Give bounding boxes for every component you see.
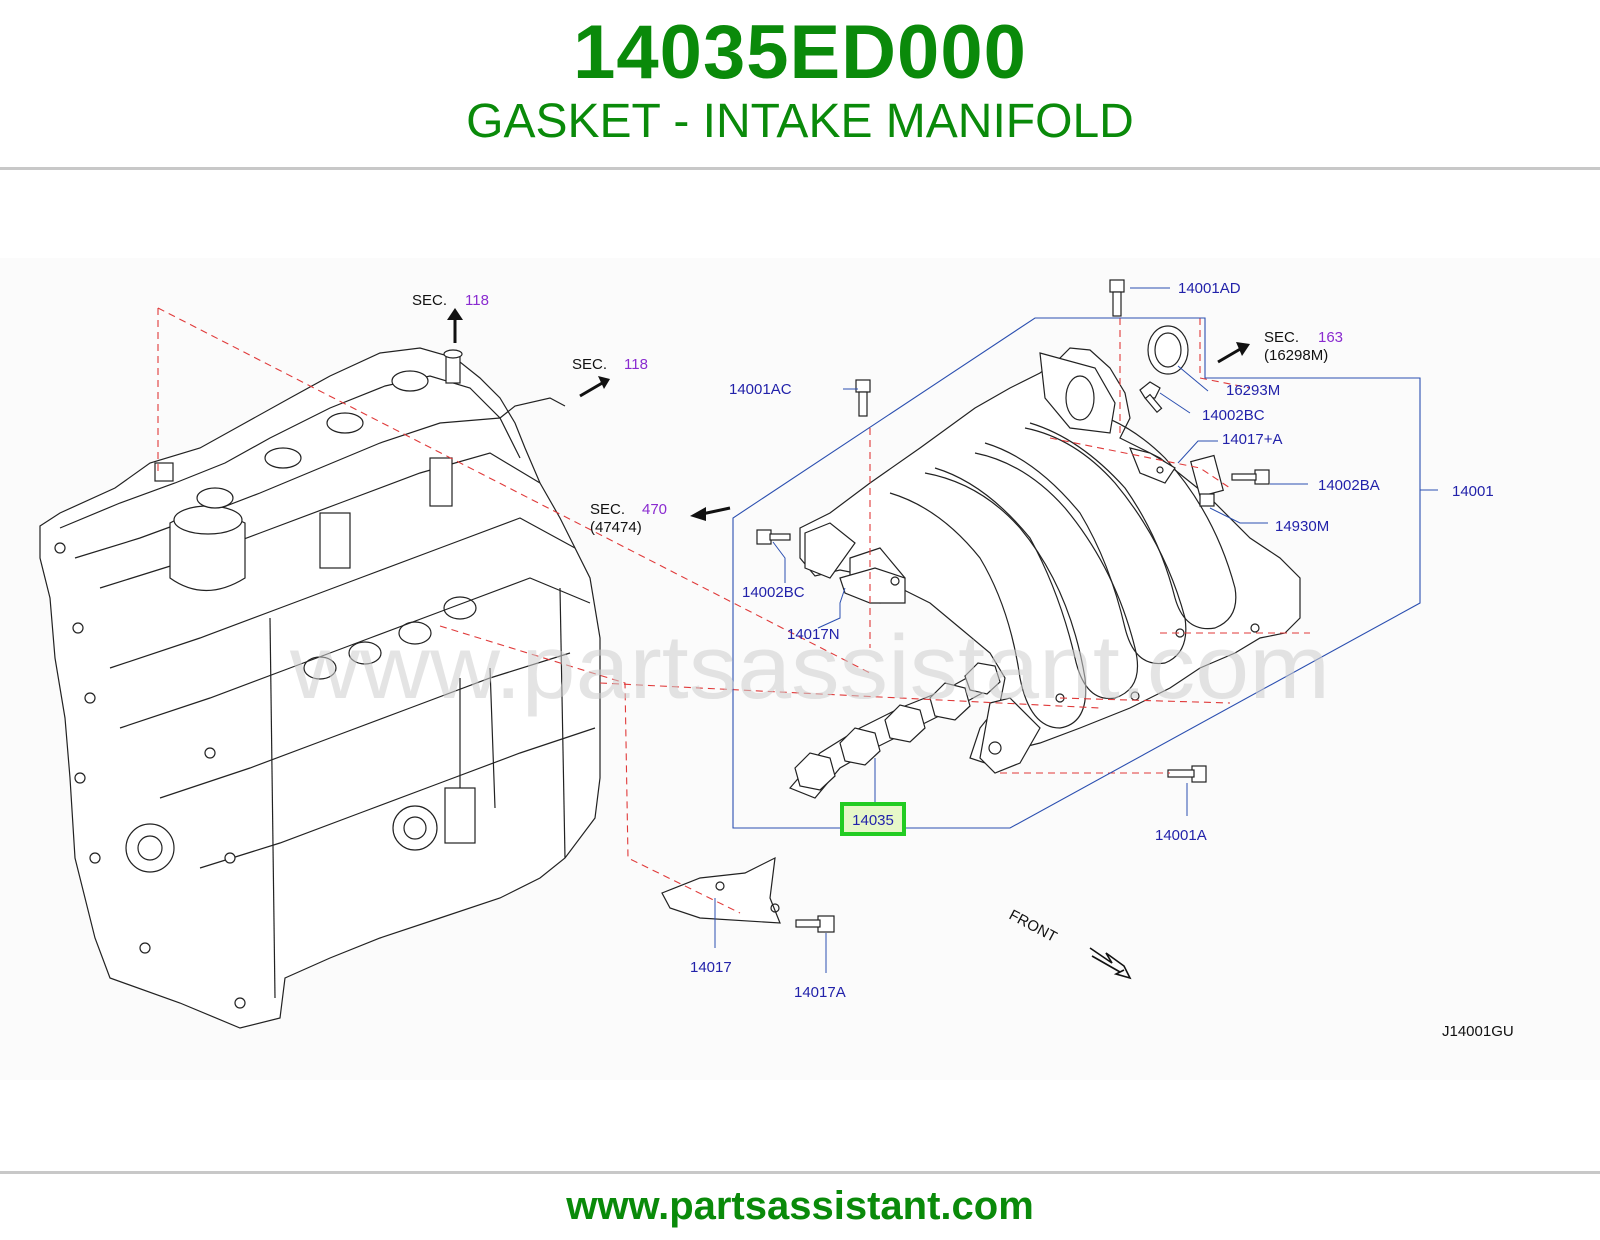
callout-14001[interactable]: 14001	[1452, 483, 1494, 500]
section-ref-prefix: SEC.	[590, 501, 625, 518]
section-ref-number-link[interactable]: 470	[642, 501, 667, 518]
diagram-code: J14001GU	[1442, 1023, 1514, 1040]
callout-16293M[interactable]: 16293M	[1226, 382, 1280, 399]
section-ref-prefix: SEC.	[572, 356, 607, 373]
section-ref-prefix: SEC.	[412, 292, 447, 309]
part-name-subtitle: GASKET - INTAKE MANIFOLD	[466, 95, 1134, 148]
page-header: 14035ED000 GASKET - INTAKE MANIFOLD	[0, 0, 1600, 168]
header-divider	[0, 167, 1600, 170]
front-label: FRONT	[1006, 907, 1060, 946]
assembly-group-outline	[732, 317, 1438, 829]
callout-14002BC-lower[interactable]: 14002BC	[742, 584, 805, 601]
callout-14017-plus-A[interactable]: 14017+A	[1222, 431, 1282, 448]
section-ref-sub: (16298M)	[1264, 347, 1328, 364]
callout-leaders	[714, 287, 1308, 973]
alignment-lines	[157, 307, 1310, 914]
bracket-14017-illustration	[661, 856, 781, 924]
callout-14017A[interactable]: 14017A	[794, 984, 846, 1001]
footer-url-link[interactable]: www.partsassistant.com	[566, 1184, 1034, 1228]
section-ref-number-link[interactable]: 163	[1318, 329, 1343, 346]
front-direction-arrow	[1089, 947, 1132, 980]
part-number-title: 14035ED000	[573, 10, 1027, 95]
footer-divider	[0, 1171, 1600, 1174]
highlight-box	[840, 802, 906, 836]
callout-14017N[interactable]: 14017N	[787, 626, 840, 643]
callout-14001A[interactable]: 14001A	[1155, 827, 1207, 844]
gasket-intake-manifold-illustration	[788, 662, 1001, 799]
section-ref-sub: (47474)	[590, 519, 642, 536]
section-ref-number-link[interactable]: 118	[624, 356, 648, 373]
engine-block-illustration	[39, 347, 601, 1029]
section-arrows	[447, 308, 1250, 521]
callout-14001AC[interactable]: 14001AC	[729, 381, 792, 398]
watermark-text: www.partsassistant.com	[289, 618, 1330, 718]
callout-14930M[interactable]: 14930M	[1275, 518, 1329, 535]
parts-diagram: www.partsassistant.com SEC. 118 SEC. 118…	[0, 258, 1600, 1080]
callout-14002BA[interactable]: 14002BA	[1318, 477, 1380, 494]
fasteners-illustration	[756, 279, 1270, 933]
callout-14017[interactable]: 14017	[690, 959, 732, 976]
section-ref-number-link[interactable]: 118	[465, 292, 489, 309]
callout-14001AD[interactable]: 14001AD	[1178, 280, 1241, 297]
callout-14035-label: 14035	[852, 812, 894, 829]
section-ref-prefix: SEC.	[1264, 329, 1299, 346]
parts-diagram-svg: www.partsassistant.com SEC. 118 SEC. 118…	[39, 279, 1514, 1040]
highlighted-callout-14035[interactable]: 14035	[840, 802, 906, 836]
callout-14002BC-upper[interactable]: 14002BC	[1202, 407, 1265, 424]
